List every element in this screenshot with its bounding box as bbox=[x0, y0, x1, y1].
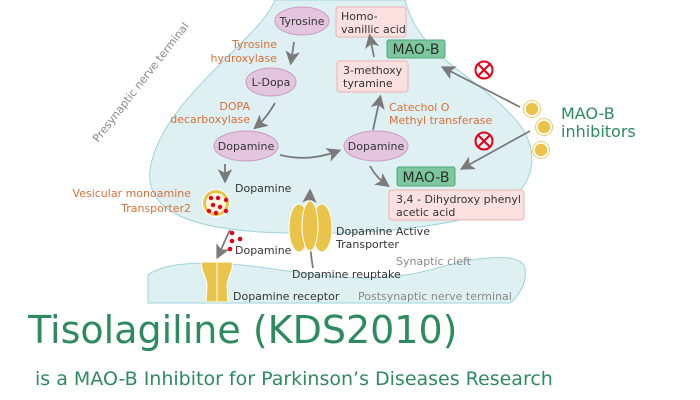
dopamine-receptor-label: Dopamine receptor bbox=[233, 290, 340, 303]
synapse-diagram: Presynaptic nerve terminal Tyrosine L-Do… bbox=[73, 0, 636, 304]
vesicle-icon bbox=[202, 189, 230, 217]
dopa-decarboxylase-label: DOPA bbox=[219, 100, 250, 113]
mao-b-inhibitors-label-2: inhibitors bbox=[561, 122, 636, 141]
svg-text:MAO-B: MAO-B bbox=[393, 42, 440, 58]
svg-text:tyramine: tyramine bbox=[343, 77, 393, 90]
dopamine-receptor-icon bbox=[201, 261, 233, 303]
mao-b-bottom-badge: MAO-B bbox=[396, 166, 456, 187]
methoxytyramine-box: 3-methoxy tyramine bbox=[336, 60, 409, 93]
vmat2-label: Vesicular monoamine bbox=[73, 187, 192, 200]
mao-b-inhibitors-label: MAO-B bbox=[561, 104, 615, 123]
released-dopamine-icon bbox=[227, 230, 243, 252]
svg-text:Dopamine: Dopamine bbox=[218, 140, 275, 153]
ldopa-node: L-Dopa bbox=[245, 67, 297, 97]
dopamine-node-right: Dopamine bbox=[343, 130, 409, 162]
svg-text:MAO-B: MAO-B bbox=[403, 170, 450, 186]
page-subtitle: is a MAO-B Inhibitor for Parkinson’s Dis… bbox=[35, 368, 553, 390]
mao-b-top-badge: MAO-B bbox=[386, 39, 446, 59]
inhibitor-molecules-icon bbox=[523, 100, 553, 159]
tyrosine-hydroxylase-label: Tyrosine bbox=[231, 38, 277, 51]
dopac-box: 3,4 - Dihydroxy phenyl acetic acid bbox=[388, 189, 525, 221]
synaptic-cleft-label: Synaptic cleft bbox=[396, 255, 472, 268]
svg-text:3-methoxy: 3-methoxy bbox=[343, 64, 403, 77]
pathway-arrows bbox=[216, 33, 531, 269]
comt-label-2: Methyl transferase bbox=[389, 114, 493, 127]
dat-label: Dopamine Active bbox=[336, 225, 430, 238]
dopamine-released-label: Dopamine bbox=[235, 244, 292, 257]
svg-text:acetic acid: acetic acid bbox=[396, 206, 455, 219]
comt-label: Catechol O bbox=[389, 101, 450, 114]
tyrosine-node: Tyrosine bbox=[274, 6, 330, 36]
reuptake-label: Dopamine reuptake bbox=[292, 268, 401, 281]
svg-text:Homo-: Homo- bbox=[341, 10, 378, 23]
vmat2-label-2: Transporter2 bbox=[120, 202, 191, 215]
svg-text:3,4 - Dihydroxy phenyl: 3,4 - Dihydroxy phenyl bbox=[396, 193, 521, 206]
dopamine-vesicle-label: Dopamine bbox=[235, 182, 292, 195]
svg-text:L-Dopa: L-Dopa bbox=[252, 76, 291, 89]
tyrosine-hydroxylase-label-2: hydroxylase bbox=[211, 52, 278, 65]
svg-text:Tyrosine: Tyrosine bbox=[278, 15, 324, 28]
postsynaptic-label: Postsynaptic nerve terminal bbox=[358, 290, 512, 303]
dopamine-transporter-icon bbox=[288, 200, 333, 253]
dat-label-2: Transporter bbox=[335, 238, 399, 251]
inhibit-icon-bottom bbox=[474, 131, 494, 151]
page-title: Tisolagiline (KDS2010) bbox=[28, 308, 458, 352]
dopamine-node-left: Dopamine bbox=[213, 130, 279, 162]
svg-text:Dopamine: Dopamine bbox=[348, 140, 405, 153]
homovanillic-acid-box: Homo- vanillic acid bbox=[335, 6, 407, 38]
inhibit-icon-top bbox=[474, 60, 494, 80]
dopa-decarboxylase-label-2: decarboxylase bbox=[170, 113, 250, 126]
svg-text:vanillic acid: vanillic acid bbox=[341, 23, 406, 36]
